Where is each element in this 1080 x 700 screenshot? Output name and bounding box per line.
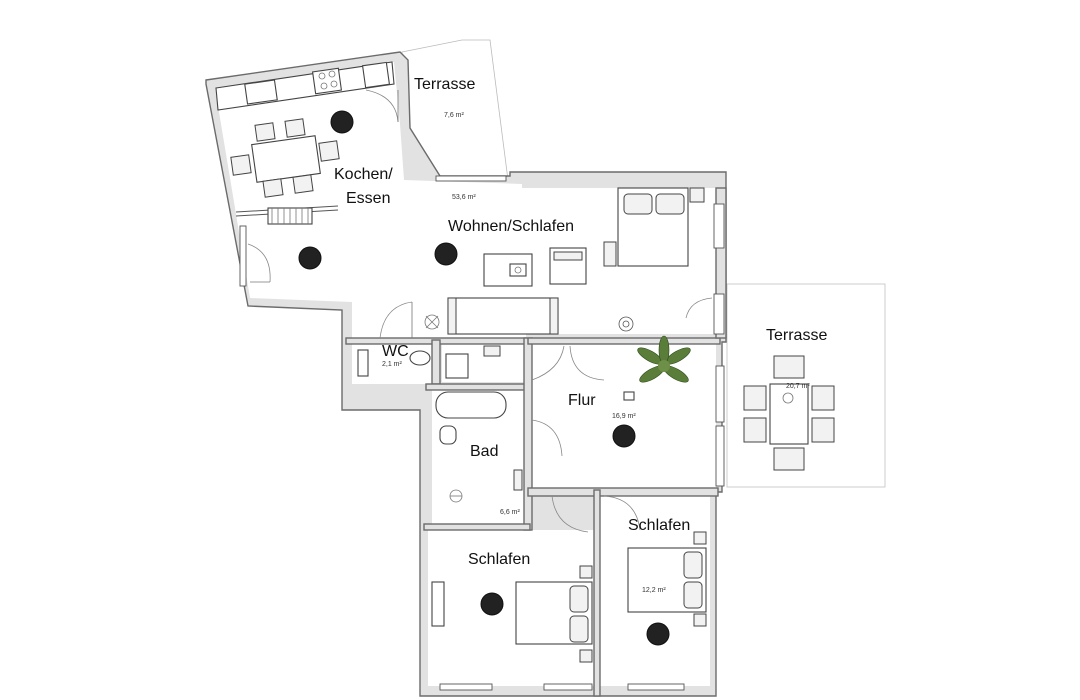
- area-flur: 16,9 m²: [612, 413, 636, 420]
- label-bad: Bad: [470, 443, 498, 460]
- area-schlafen-right: 12,2 m²: [642, 587, 666, 594]
- dining-set: [230, 118, 340, 198]
- area-wohnen: 53,6 m²: [452, 194, 476, 201]
- label-wc: WC: [382, 343, 409, 360]
- wc-fixtures: [357, 345, 501, 379]
- label-essen: Essen: [346, 190, 390, 207]
- bedroom-right-furniture: [627, 531, 707, 627]
- small-plant-icon: [618, 316, 634, 332]
- area-wc: 2,1 m²: [382, 361, 403, 368]
- label-terrasse-right: Terrasse: [766, 327, 827, 344]
- terrace-furniture: [743, 355, 835, 471]
- label-kochen: Kochen/: [334, 166, 393, 183]
- label-schlafen-right: Schlafen: [628, 517, 690, 534]
- kitchen-counter: [215, 61, 395, 111]
- area-terrasse-right: 20,7 m²: [786, 383, 810, 390]
- living-furniture: [424, 187, 705, 335]
- bedroom-left-furniture: [431, 565, 593, 663]
- label-terrasse-top: Terrasse: [414, 76, 475, 93]
- floor-lamp: [623, 391, 635, 401]
- shelf: [267, 207, 313, 225]
- area-terrasse-top: 7,6 m²: [444, 112, 465, 119]
- inner-walls: [235, 187, 727, 697]
- windows: [239, 175, 725, 691]
- area-bad: 6,6 m²: [500, 509, 521, 516]
- bath-fixtures: [435, 391, 523, 503]
- label-flur: Flur: [568, 392, 596, 409]
- floor-markers: [298, 110, 670, 646]
- label-schlafen-left: Schlafen: [468, 551, 530, 568]
- doors: [247, 89, 713, 533]
- label-wohnen: Wohnen/Schlafen: [448, 218, 574, 235]
- plant-icon: [637, 335, 691, 383]
